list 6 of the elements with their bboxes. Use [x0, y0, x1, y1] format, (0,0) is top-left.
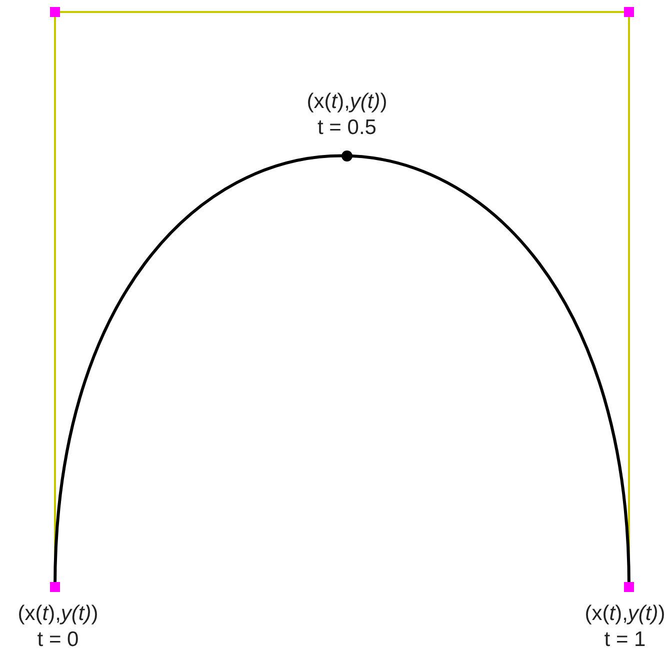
- parameter-label: t = 0.5: [318, 116, 376, 140]
- parameter-label: t = 1: [604, 628, 646, 652]
- point-label: (x(t),y(t)): [18, 602, 98, 626]
- parameter-label: t = 0: [37, 628, 79, 652]
- point-label: (x(t),y(t)): [584, 602, 666, 626]
- point-label: (x(t),y(t)): [306, 90, 388, 114]
